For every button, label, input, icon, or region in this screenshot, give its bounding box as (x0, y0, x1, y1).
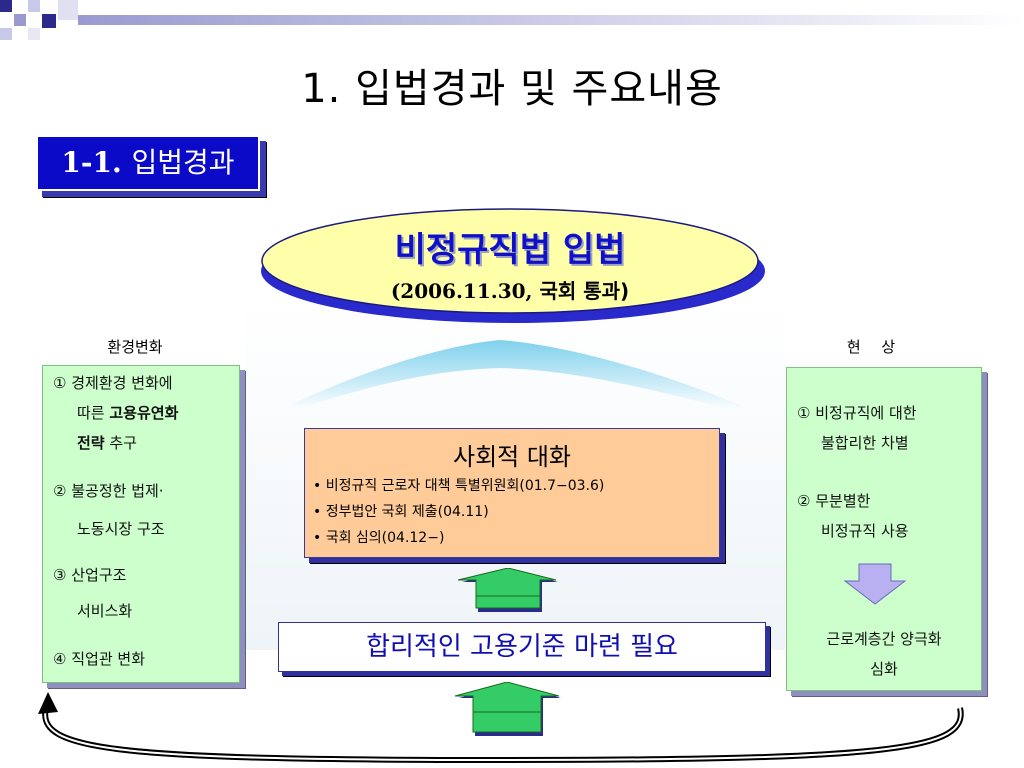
dialogue-item: • 국회 심의(04.12−) (313, 530, 445, 546)
dialogue-title: 사회적 대화 (452, 443, 572, 471)
item-text-bold: 고용유연화 (109, 404, 179, 422)
item-number: ① (53, 374, 67, 392)
item-text: 불공정한 법제· (71, 482, 164, 500)
section-number: 1-1. (61, 146, 122, 179)
item-text: 경제환경 변화에 (71, 374, 173, 392)
left-item-2: ② 불공정한 법제· 노동시장 구조 (53, 476, 165, 544)
item-text: 서비스화 (77, 602, 133, 620)
dialogue-item: • 비정규직 근로자 대책 특별위원회(01.7−03.6) (313, 478, 605, 494)
section-text: 입법경과 (131, 146, 235, 179)
left-header: 환경변화 (107, 338, 163, 356)
left-panel: ① 경제환경 변화에 따른 고용유연화 전략 추구 ② 불공정한 법제· 노동시… (42, 365, 240, 683)
item-text: 노동시장 구조 (77, 520, 165, 538)
right-header: 현 상 (846, 338, 904, 356)
item-text: 추구 (104, 434, 137, 452)
item-number: ① (797, 404, 811, 422)
item-text: 비정규직에 대한 (815, 404, 917, 422)
item-text: 불합리한 차별 (821, 434, 909, 452)
item-text: 비정규직 사용 (821, 522, 909, 540)
left-item-4: ④ 직업관 변화 (53, 644, 145, 674)
right-result: 근로계층간 양극화 심화 (787, 624, 981, 684)
result-text: 근로계층간 양극화 (826, 630, 942, 648)
item-number: ③ (53, 566, 67, 584)
curved-loop-arrow-icon (38, 692, 964, 764)
left-item-1: ① 경제환경 변화에 따른 고용유연화 전략 추구 (53, 368, 178, 458)
law-ellipse (261, 208, 765, 323)
dialogue-list: • 비정규직 근로자 대책 특별위원회(01.7−03.6) • 정부법안 국회… (313, 473, 604, 551)
item-text-bold: 전략 (77, 434, 105, 452)
left-item-3: ③ 산업구조 서비스화 (53, 560, 132, 626)
up-arrow-green-icon (457, 568, 558, 612)
item-number: ② (797, 492, 811, 510)
up-arrow-green-icon (454, 682, 561, 736)
need-box: 합리적인 고용기준 마련 필요 (278, 622, 766, 672)
law-title: 비정규직법 입법 (394, 230, 626, 270)
law-subtitle: (2006.11.30, 국회 통과) (255, 275, 765, 304)
item-text: 따른 (77, 404, 110, 422)
law-status: 국회 통과) (539, 279, 630, 303)
item-number: ② (53, 482, 67, 500)
social-dialogue-box: 사회적 대화 • 비정규직 근로자 대책 특별위원회(01.7−03.6) • … (304, 428, 720, 558)
right-item-1: ① 비정규직에 대한 불합리한 차별 (797, 398, 917, 458)
page-title: 1. 입법경과 및 주요내용 (301, 66, 723, 112)
item-number: ④ (53, 650, 67, 668)
item-text: 무분별한 (815, 492, 871, 510)
section-label: 1-1. 입법경과 (36, 135, 260, 191)
right-panel: ① 비정규직에 대한 불합리한 차별 ② 무분별한 비정규직 사용 근로계층간 … (786, 367, 982, 691)
dialogue-item: • 정부법안 국회 제출(04.11) (313, 504, 489, 520)
right-item-2: ② 무분별한 비정규직 사용 (797, 486, 909, 546)
item-text: 산업구조 (71, 566, 127, 584)
result-text: 심화 (870, 660, 898, 678)
item-text: 직업관 변화 (71, 650, 146, 668)
law-date: (2006.11.30, (390, 279, 533, 303)
down-arrow-lavender-icon (843, 563, 907, 605)
